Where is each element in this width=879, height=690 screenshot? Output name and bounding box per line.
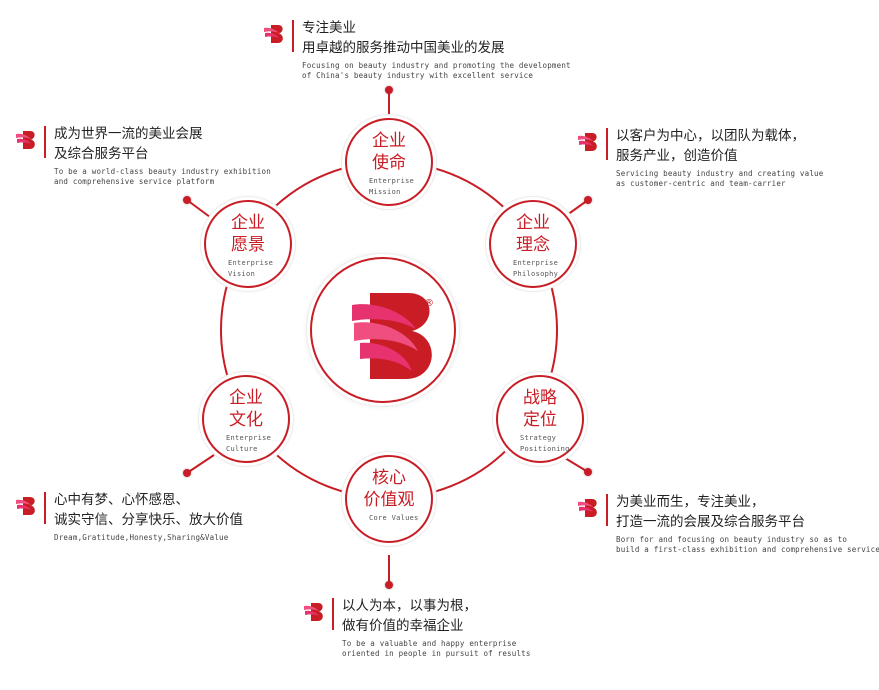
node-title-line1: 企业 (231, 213, 265, 233)
brand-logo-icon (16, 131, 35, 149)
node-subtitle-line1: Strategy (520, 434, 557, 442)
node-title-line1: 企业 (516, 213, 550, 233)
caption-en-line1: Servicing beauty industry and creating v… (616, 169, 824, 178)
caption-en-line1: To be a world-class beauty industry exhi… (54, 167, 271, 176)
caption-zh-line1: 以客户为中心，以团队为载体， (616, 128, 805, 144)
node-title-line2: 价值观 (363, 490, 415, 510)
caption-zh-line1: 为美业而生，专注美业， (616, 494, 765, 510)
node-philosophy: 企业 理念 Enterprise Philosophy (489, 200, 577, 288)
node-vision: 企业 愿景 Enterprise Vision (204, 200, 292, 288)
caption-en-line2: as customer-centric and team-carrier (616, 178, 786, 188)
brand-logo-icon (578, 499, 597, 517)
node-subtitle-line2: Philosophy (513, 270, 559, 278)
brand-logo-icon (16, 497, 35, 515)
node-subtitle-line1: Enterprise (369, 177, 415, 185)
caption-en-line2: build a first-class exhibition and compr… (616, 544, 879, 554)
node-subtitle-line2: Culture (226, 445, 258, 453)
node-subtitle-line1: Enterprise (228, 259, 274, 267)
node-subtitle-line1: Core Values (369, 514, 419, 522)
dot-mission (385, 86, 393, 94)
node-title-line1: 企业 (229, 388, 263, 408)
registered-mark: ® (424, 298, 434, 309)
spoke-strategy (559, 454, 589, 473)
node-title-line2: 愿景 (231, 235, 265, 255)
node-title-line2: 定位 (523, 410, 557, 430)
caption-en-line2: of China's beauty industry with excellen… (302, 70, 534, 80)
caption-divider (332, 598, 334, 630)
brand-logo-icon (578, 133, 597, 151)
node-title-line1: 核心 (372, 468, 406, 488)
caption-divider (606, 494, 608, 526)
caption-en-line1: Dream,Gratitude,Honesty,Sharing&Value (54, 533, 229, 542)
caption-zh-line2: 诚实守信、分享快乐、放大价值 (54, 512, 243, 528)
center-logo-circle (310, 257, 456, 403)
spoke-culture (186, 454, 215, 474)
node-subtitle-line2: Vision (228, 270, 256, 278)
caption-zh-line1: 成为世界一流的美业会展 (54, 126, 203, 142)
caption-divider (606, 128, 608, 160)
node-title-line2: 文化 (229, 410, 263, 430)
caption-divider (292, 20, 294, 52)
dot-philosophy (584, 196, 592, 204)
caption-en-line2: oriented in people in pursuit of results (342, 648, 531, 658)
node-title-line1: 战略 (523, 388, 557, 408)
caption-zh-line1: 以人为本，以事为根， (342, 598, 477, 614)
dot-values (385, 581, 393, 589)
dot-culture (183, 469, 191, 477)
dot-strategy (584, 468, 592, 476)
caption-en-line1: Focusing on beauty industry and promotin… (302, 61, 571, 70)
caption-zh-line1: 专注美业 (302, 20, 356, 36)
node-mission: 企业 使命 Enterprise Mission (345, 118, 433, 206)
brand-logo-icon (264, 25, 283, 43)
node-strategy: 战略 定位 Strategy Positioning (496, 375, 584, 463)
brand-logo-icon (304, 603, 323, 621)
caption-zh-line2: 做有价值的幸福企业 (342, 618, 464, 634)
caption-zh-line2: 打造一流的会展及综合服务平台 (616, 514, 805, 530)
caption-en-line1: To be a valuable and happy enterprise (342, 639, 517, 648)
caption-zh-line2: 服务产业，创造价值 (616, 148, 738, 164)
node-culture: 企业 文化 Enterprise Culture (202, 375, 290, 463)
caption-divider (44, 492, 46, 524)
caption-en-line2: and comprehensive service platform (54, 176, 215, 186)
caption-zh-line1: 心中有梦、心怀感恩、 (54, 492, 189, 508)
node-title-line2: 理念 (516, 235, 550, 255)
dot-vision (183, 196, 191, 204)
node-title-line2: 使命 (372, 153, 406, 173)
caption-zh-line2: 及综合服务平台 (54, 146, 149, 162)
node-subtitle-line2: Mission (369, 188, 401, 196)
node-subtitle-line1: Enterprise (226, 434, 272, 442)
node-subtitle-line2: Positioning (520, 445, 570, 453)
spoke-vision (186, 199, 215, 221)
caption-zh-line2: 用卓越的服务推动中国美业的发展 (302, 40, 505, 56)
caption-divider (44, 126, 46, 158)
brand-logo-icon (352, 293, 432, 379)
node-title-line1: 企业 (372, 131, 406, 151)
node-subtitle-line1: Enterprise (513, 259, 559, 267)
caption-en-line1: Born for and focusing on beauty industry… (616, 535, 848, 544)
node-values: 核心 价值观 Core Values (345, 455, 433, 543)
